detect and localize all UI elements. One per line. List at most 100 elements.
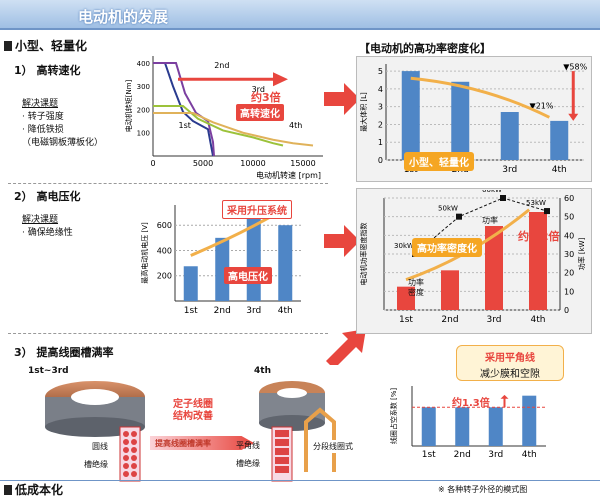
slot-insulation-label: 槽绝缘	[84, 460, 108, 469]
y-tick-label: 100	[137, 130, 150, 138]
bar-3rd	[488, 407, 503, 446]
series-label-2nd: 2nd	[214, 61, 229, 70]
improve-arrow	[150, 436, 254, 450]
y-axis-label: 电动机功率密度指数	[359, 223, 368, 286]
trend-arrow	[190, 212, 277, 257]
arrow-up-right-icon	[326, 329, 366, 365]
y2-tick-label: 50	[564, 213, 574, 222]
segment-coil-label: 分段线圈式	[312, 440, 354, 453]
x-tick-label: 2nd	[214, 306, 231, 316]
bar-2nd	[451, 81, 470, 160]
slot-times-badge: 约1.3倍	[452, 398, 490, 409]
y2-tick-label: 20	[564, 269, 574, 278]
bar-1st	[421, 407, 436, 446]
x-tick-label: 1st	[422, 450, 436, 460]
series-label-1st: 1st	[179, 121, 191, 130]
speed-times-badge: 约3倍	[251, 91, 281, 104]
slot-insulation-label-2: 槽绝缘	[236, 459, 260, 468]
annotation-21: ▼21%	[530, 101, 554, 110]
y-tick-label: 3	[378, 103, 383, 112]
task-item-3: （电磁钢板薄板化）	[22, 138, 104, 148]
bar-4th	[529, 212, 547, 310]
bar-1st	[397, 286, 415, 310]
x-tick-label: 1st	[399, 315, 413, 325]
bar-4th	[522, 395, 537, 446]
round-wire-label: 圆线	[92, 442, 108, 451]
x-tick-label: 2nd	[441, 315, 458, 325]
bar-2nd	[215, 237, 230, 301]
task-item-1: · 转子强度	[22, 112, 64, 122]
section-marker-icon	[4, 41, 12, 51]
power-label: 50kW	[438, 205, 458, 213]
y-tick-label: 2	[378, 120, 383, 129]
bar-3rd	[246, 218, 261, 301]
section-low-cost-label: 低成本化	[15, 483, 64, 497]
power-label: 60kW	[482, 190, 502, 194]
y2-tick-label: 40	[564, 231, 574, 240]
y-axis-label: 线圈占空系数 [%]	[389, 388, 398, 445]
task-title-speed: 解决课题	[22, 99, 59, 109]
y-axis-label: 电动机转矩[Nm]	[125, 79, 133, 132]
y2-tick-label: 30	[564, 250, 574, 259]
y-tick-label: 200	[157, 272, 172, 281]
stator-right-label: 4th	[254, 366, 271, 376]
bar-1st	[401, 71, 420, 160]
y2-tick-label: 0	[564, 306, 569, 315]
boost-system-badge: 采用升压系统	[222, 200, 292, 219]
x-tick-label: 4th	[278, 306, 293, 316]
y-tick-label: 0	[378, 156, 383, 165]
x-tick-label: 5000	[193, 159, 213, 168]
series-label-4th: 4th	[289, 121, 302, 130]
task-item-2: · 降低铁损	[22, 125, 64, 135]
flat-wire-label: 平角线	[236, 441, 260, 450]
heading-slot-fill: 3） 提高线圈槽满率	[14, 346, 114, 359]
callout-title: 采用平角线	[485, 353, 535, 364]
section-low-cost: 低成本化	[4, 481, 63, 497]
high-density-badge: 高功率密度化	[412, 238, 482, 257]
y-tick-label: 5	[378, 67, 383, 76]
x-axis-label: 电动机转速 [rpm]	[256, 170, 321, 180]
bar-4th	[278, 225, 293, 301]
y-tick-label: 200	[137, 106, 150, 114]
reduction-arrowhead	[568, 113, 579, 121]
bar-2nd	[455, 407, 470, 446]
arrow-right-icon-2	[324, 225, 360, 257]
series-label-3rd: 3rd	[252, 85, 265, 94]
heading-high-voltage: 2） 高电压化	[14, 190, 81, 203]
x-tick-label: 4th	[522, 450, 537, 460]
x-tick-label: 2nd	[454, 450, 471, 460]
voltage-label-badge: 高电压化	[224, 267, 272, 284]
bar-3rd	[500, 112, 519, 160]
x-tick-label: 3rd	[488, 450, 503, 460]
y-tick-label: 4	[378, 85, 383, 94]
speed-label-badge: 高转速化	[236, 104, 284, 121]
bar-2nd	[441, 270, 459, 310]
x-tick-label: 3rd	[487, 315, 502, 325]
power-label: 30kW	[394, 242, 414, 250]
task-title-voltage: 解决课题	[22, 215, 59, 225]
section-marker-icon-2	[4, 485, 12, 495]
bottom-rule	[0, 480, 600, 481]
x-tick-label: 10000	[240, 159, 265, 168]
y2-tick-label: 60	[564, 194, 574, 203]
task-item-voltage: · 确保绝缘性	[22, 228, 73, 238]
power-density-chart: 0102030405060电动机功率密度指数功率 [kW]1st30kW2nd5…	[359, 190, 586, 325]
annotation-58: ▼58%	[563, 62, 587, 71]
y-axis-label: 最高电动机电压 [V]	[140, 222, 149, 284]
stator-change-title: 定子线圈 结构改善	[173, 399, 213, 422]
slot-fill-chart: 线圈占空系数 [%] 1st 2nd 3rd 4th	[389, 386, 546, 460]
y-tick-label: 1	[378, 138, 383, 147]
density-label: 功率 密度	[408, 278, 424, 297]
series-line-3rd	[153, 105, 284, 147]
series-line-4th	[153, 111, 314, 147]
speed-arrowhead	[273, 72, 288, 87]
volume-panel	[356, 56, 592, 182]
x-tick-label: 3rd	[502, 165, 517, 175]
stator-left-label: 1st~3rd	[28, 366, 69, 376]
y-tick-label: 400	[157, 246, 172, 255]
increase-arrowhead	[500, 394, 509, 399]
separator-1	[8, 183, 328, 184]
x-tick-label: 3rd	[246, 306, 261, 316]
